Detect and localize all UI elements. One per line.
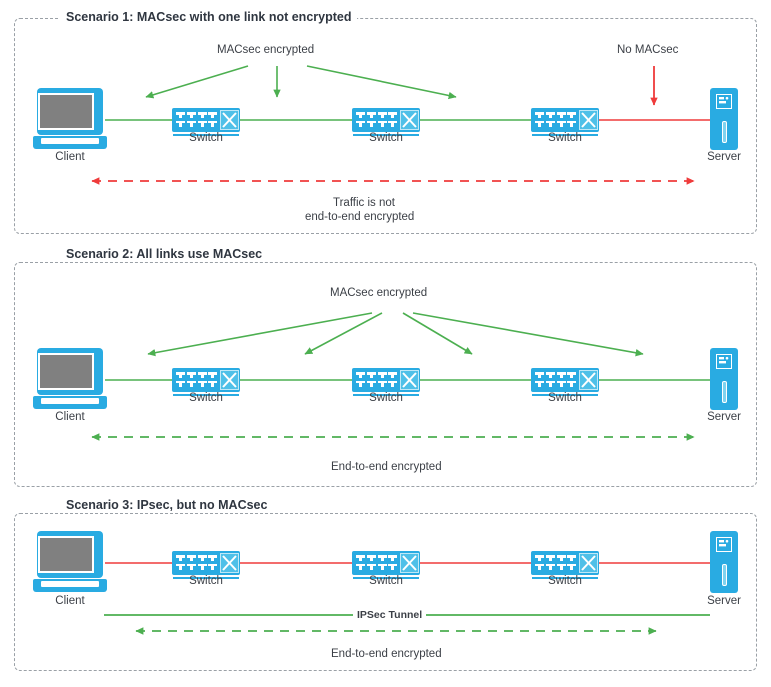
scenario-1-no-macsec-label: No MACsec — [617, 44, 679, 56]
switch-underline — [173, 394, 239, 396]
scenario-1-container — [14, 18, 757, 234]
scenario-1-macsec-encrypted-label: MACsec encrypted — [217, 44, 315, 56]
scenario-2-switch-3-icon — [531, 368, 599, 396]
scenario-2-switch-1-label: Switch — [189, 392, 223, 404]
scenario-3-switch-1-label: Switch — [189, 575, 223, 587]
scenario-3-switch-1-icon — [172, 551, 240, 579]
switch-x-icon — [220, 370, 239, 390]
scenario-3-switch-3-icon — [531, 551, 599, 579]
switch-underline — [532, 134, 598, 136]
scenario-2-server-label: Server — [707, 411, 741, 423]
scenario-3-title: Scenario 3: IPsec, but no MACsec — [60, 498, 274, 512]
scenario-2-client-label: Client — [55, 411, 85, 423]
laptop-keyboard — [41, 398, 99, 404]
switch-ports — [176, 372, 218, 388]
scenario-1-client-label: Client — [55, 151, 85, 163]
laptop-keyboard — [41, 581, 99, 587]
scenario-1-summary-line-2: end-to-end encrypted — [305, 211, 415, 223]
scenario-2-container — [14, 262, 757, 487]
scenario-2-client-icon — [33, 348, 107, 410]
scenario-2-switch-3-label: Switch — [548, 392, 582, 404]
scenario-3-switch-2-icon — [352, 551, 420, 579]
scenario-3-container — [14, 513, 757, 671]
switch-underline — [353, 577, 419, 579]
switch-x-icon — [400, 370, 419, 390]
scenario-3-server-label: Server — [707, 595, 741, 607]
scenario-1-switch-3-icon — [531, 108, 599, 136]
switch-ports — [535, 372, 577, 388]
switch-x-icon — [579, 110, 598, 130]
scenario-1-title: Scenario 1: MACsec with one link not enc… — [60, 10, 358, 24]
laptop-keyboard — [41, 138, 99, 144]
laptop-screen — [40, 355, 92, 388]
scenario-2-title: Scenario 2: All links use MACsec — [60, 247, 269, 261]
scenario-2-switch-2-label: Switch — [369, 392, 403, 404]
switch-x-icon — [579, 553, 598, 573]
scenario-2-switch-2-icon — [352, 368, 420, 396]
switch-ports — [535, 112, 577, 128]
scenario-2-summary-label: End-to-end encrypted — [331, 461, 442, 473]
switch-ports — [356, 112, 398, 128]
scenario-2-server-icon — [710, 348, 738, 410]
ipsec-tunnel-label: IPSec Tunnel — [353, 608, 427, 622]
switch-underline — [353, 134, 419, 136]
scenario-3-summary-label: End-to-end encrypted — [331, 648, 442, 660]
scenario-1-server-icon — [710, 88, 738, 150]
scenario-2-switch-1-icon — [172, 368, 240, 396]
scenario-1-switch-2-icon — [352, 108, 420, 136]
switch-ports — [176, 112, 218, 128]
scenario-2-macsec-encrypted-label: MACsec encrypted — [330, 287, 428, 299]
scenario-3-switch-3-label: Switch — [548, 575, 582, 587]
switch-underline — [173, 134, 239, 136]
scenario-1-switch-2-label: Switch — [369, 132, 403, 144]
scenario-3-client-icon — [33, 531, 107, 593]
switch-x-icon — [400, 110, 419, 130]
switch-underline — [532, 577, 598, 579]
scenario-1-client-icon — [33, 88, 107, 150]
scenario-3-switch-2-label: Switch — [369, 575, 403, 587]
scenario-3-client-label: Client — [55, 595, 85, 607]
switch-x-icon — [220, 110, 239, 130]
scenario-1-server-label: Server — [707, 151, 741, 163]
laptop-screen — [40, 538, 92, 571]
server-display-panel — [716, 354, 732, 369]
switch-x-icon — [220, 553, 239, 573]
switch-ports — [176, 555, 218, 571]
switch-ports — [535, 555, 577, 571]
server-drive-slot — [722, 121, 727, 143]
scenario-1-switch-1-icon — [172, 108, 240, 136]
server-display-panel — [716, 537, 732, 552]
server-display-panel — [716, 94, 732, 109]
switch-x-icon — [400, 553, 419, 573]
server-drive-slot — [722, 381, 727, 403]
switch-ports — [356, 555, 398, 571]
scenario-1-switch-3-label: Switch — [548, 132, 582, 144]
switch-ports — [356, 372, 398, 388]
laptop-screen — [40, 95, 92, 128]
scenario-1-summary-line-1: Traffic is not — [333, 197, 395, 209]
switch-underline — [532, 394, 598, 396]
scenario-3-server-icon — [710, 531, 738, 593]
scenario-1-switch-1-label: Switch — [189, 132, 223, 144]
switch-x-icon — [579, 370, 598, 390]
switch-underline — [353, 394, 419, 396]
switch-underline — [173, 577, 239, 579]
server-drive-slot — [722, 564, 727, 586]
